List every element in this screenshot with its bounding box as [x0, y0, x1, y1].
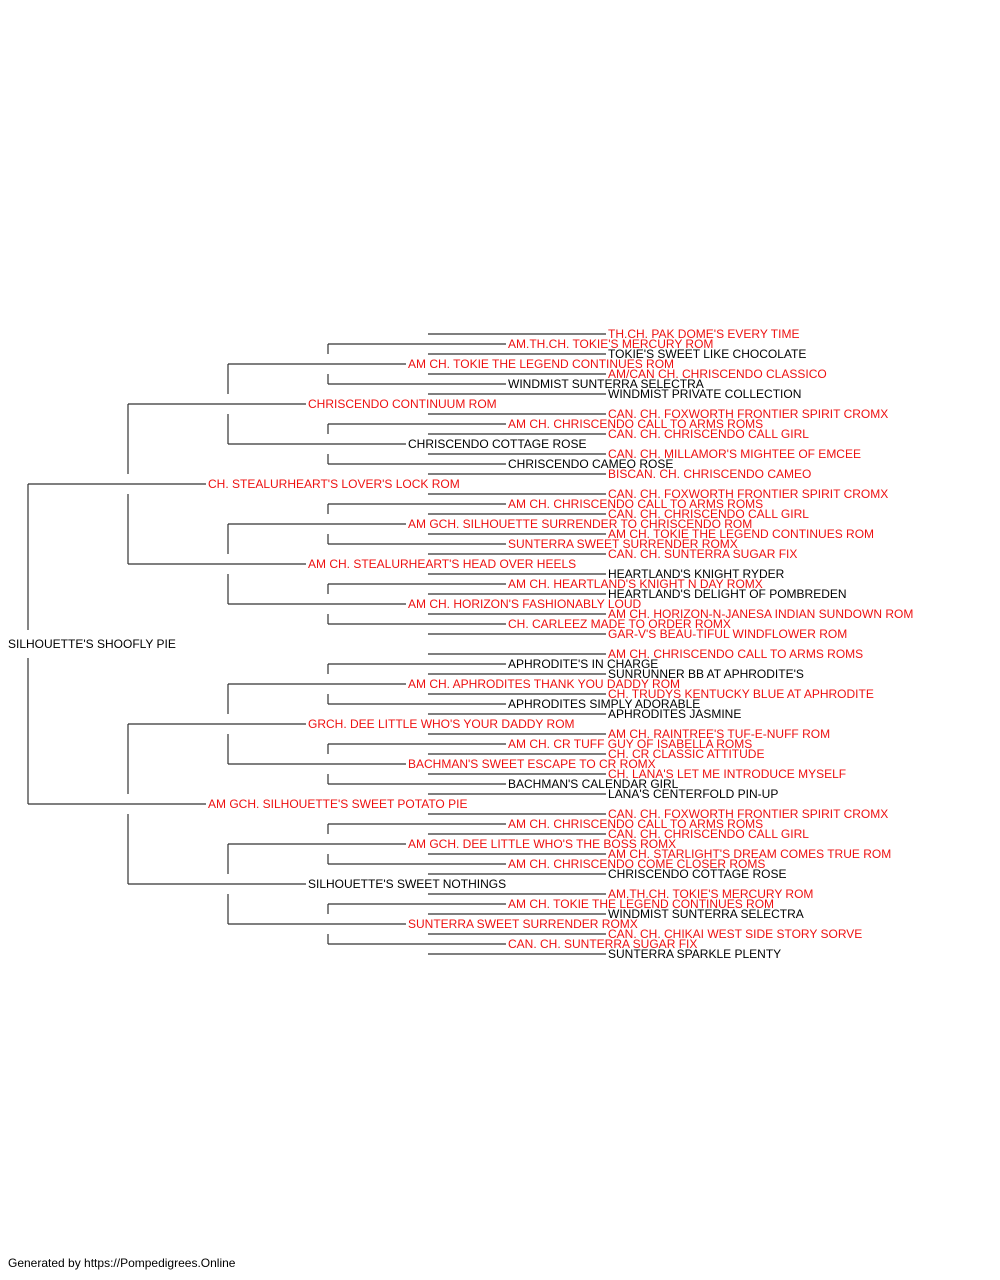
parent-name[interactable]: CH. STEALURHEART'S LOVER'S LOCK ROM: [208, 477, 460, 491]
ggg-grandparent-name[interactable]: HEARTLAND'S KNIGHT RYDER: [608, 567, 785, 581]
ggg-grandparent-name[interactable]: WINDMIST PRIVATE COLLECTION: [608, 387, 801, 401]
gg-grandparent-name[interactable]: AM CH. CHRISCENDO CALL TO ARMS ROMS: [508, 497, 763, 511]
ggg-grandparent-name[interactable]: SUNRUNNER BB AT APHRODITE'S: [608, 667, 804, 681]
ggg-grandparent-name[interactable]: CAN. CH. SUNTERRA SUGAR FIX: [608, 547, 797, 561]
ggg-grandparent-name[interactable]: CH. LANA'S LET ME INTRODUCE MYSELF: [608, 767, 846, 781]
gg-grandparent-name[interactable]: CHRISCENDO CAMEO ROSE: [508, 457, 673, 471]
grandparent-name[interactable]: GRCH. DEE LITTLE WHO'S YOUR DADDY ROM: [308, 717, 575, 731]
gg-grandparent-name[interactable]: CH. CARLEEZ MADE TO ORDER ROMX: [508, 617, 731, 631]
ggg-grandparent-name[interactable]: SUNTERRA SPARKLE PLENTY: [608, 947, 781, 961]
gg-grandparent-name[interactable]: BACHMAN'S CALENDAR GIRL: [508, 777, 679, 791]
ggg-grandparent-name[interactable]: LANA'S CENTERFOLD PIN-UP: [608, 787, 778, 801]
gg-grandparent-name[interactable]: AM CH. TOKIE THE LEGEND CONTINUES ROM: [508, 897, 774, 911]
great-grandparent-name[interactable]: AM CH. TOKIE THE LEGEND CONTINUES ROM: [408, 357, 674, 371]
gg-grandparent-name[interactable]: AM CH. CHRISCENDO CALL TO ARMS ROMS: [508, 817, 763, 831]
great-grandparent-name[interactable]: AM CH. HORIZON'S FASHIONABLY LOUD: [408, 597, 642, 611]
ggg-grandparent-name[interactable]: AM CH. STARLIGHT'S DREAM COMES TRUE ROM: [608, 847, 891, 861]
ggg-grandparent-name[interactable]: HEARTLAND'S DELIGHT OF POMBREDEN: [608, 587, 847, 601]
ggg-grandparent-name[interactable]: APHRODITES JASMINE: [608, 707, 741, 721]
ggg-grandparent-name[interactable]: AM/CAN CH. CHRISCENDO CLASSICO: [608, 367, 827, 381]
ggg-grandparent-name[interactable]: CH. TRUDYS KENTUCKY BLUE AT APHRODITE: [608, 687, 874, 701]
ggg-grandparent-name[interactable]: CAN. CH. FOXWORTH FRONTIER SPIRIT CROMX: [608, 487, 888, 501]
footer-credit: Generated by https://Pompedigrees.Online: [8, 1256, 236, 1270]
parent-name[interactable]: AM GCH. SILHOUETTE'S SWEET POTATO PIE: [208, 797, 467, 811]
great-grandparent-name[interactable]: SUNTERRA SWEET SURRENDER ROMX: [408, 917, 638, 931]
ggg-grandparent-name[interactable]: AM.TH.CH. TOKIE'S MERCURY ROM: [608, 887, 813, 901]
ggg-grandparent-name[interactable]: WINDMIST SUNTERRA SELECTRA: [608, 907, 804, 921]
ggg-grandparent-name[interactable]: BISCAN. CH. CHRISCENDO CAMEO: [608, 467, 811, 481]
great-grandparent-name[interactable]: CHRISCENDO COTTAGE ROSE: [408, 437, 586, 451]
gg-grandparent-name[interactable]: AM CH. CHRISCENDO COME CLOSER ROMS: [508, 857, 765, 871]
ggg-grandparent-name[interactable]: CAN. CH. FOXWORTH FRONTIER SPIRIT CROMX: [608, 807, 888, 821]
ggg-grandparent-name[interactable]: GAR-V'S BEAU-TIFUL WINDFLOWER ROM: [608, 627, 847, 641]
subject-name[interactable]: SILHOUETTE'S SHOOFLY PIE: [8, 637, 176, 651]
gg-grandparent-name[interactable]: AM CH. CR TUFF GUY OF ISABELLA ROMS: [508, 737, 752, 751]
great-grandparent-name[interactable]: AM CH. APHRODITES THANK YOU DADDY ROM: [408, 677, 680, 691]
gg-grandparent-name[interactable]: SUNTERRA SWEET SURRENDER ROMX: [508, 537, 738, 551]
ggg-grandparent-name[interactable]: TH.CH. PAK DOME'S EVERY TIME: [608, 327, 799, 341]
ggg-grandparent-name[interactable]: CHRISCENDO COTTAGE ROSE: [608, 867, 786, 881]
gg-grandparent-name[interactable]: AM CH. HEARTLAND'S KNIGHT N DAY ROMX: [508, 577, 763, 591]
ggg-grandparent-name[interactable]: AM CH. HORIZON-N-JANESA INDIAN SUNDOWN R…: [608, 607, 913, 621]
great-grandparent-name[interactable]: AM GCH. SILHOUETTE SURRENDER TO CHRISCEN…: [408, 517, 752, 531]
grandparent-name[interactable]: AM CH. STEALURHEART'S HEAD OVER HEELS: [308, 557, 576, 571]
grandparent-name[interactable]: CHRISCENDO CONTINUUM ROM: [308, 397, 497, 411]
great-grandparent-name[interactable]: BACHMAN'S SWEET ESCAPE TO CR ROMX: [408, 757, 656, 771]
ggg-grandparent-name[interactable]: TOKIE'S SWEET LIKE CHOCOLATE: [608, 347, 806, 361]
ggg-grandparent-name[interactable]: CAN. CH. FOXWORTH FRONTIER SPIRIT CROMX: [608, 407, 888, 421]
ggg-grandparent-name[interactable]: CAN. CH. CHRISCENDO CALL GIRL: [608, 827, 809, 841]
ggg-grandparent-name[interactable]: CH. CR CLASSIC ATTITUDE: [608, 747, 764, 761]
ggg-grandparent-name[interactable]: AM CH. CHRISCENDO CALL TO ARMS ROMS: [608, 647, 863, 661]
grandparent-name[interactable]: SILHOUETTE'S SWEET NOTHINGS: [308, 877, 506, 891]
ggg-grandparent-name[interactable]: CAN. CH. MILLAMOR'S MIGHTEE OF EMCEE: [608, 447, 861, 461]
gg-grandparent-name[interactable]: APHRODITES SIMPLY ADORABLE: [508, 697, 700, 711]
gg-grandparent-name[interactable]: APHRODITE'S IN CHARGE: [508, 657, 658, 671]
ggg-grandparent-name[interactable]: AM CH. TOKIE THE LEGEND CONTINUES ROM: [608, 527, 874, 541]
gg-grandparent-name[interactable]: WINDMIST SUNTERRA SELECTRA: [508, 377, 704, 391]
ggg-grandparent-name[interactable]: CAN. CH. CHIKAI WEST SIDE STORY SORVE: [608, 927, 862, 941]
ggg-grandparent-name[interactable]: CAN. CH. CHRISCENDO CALL GIRL: [608, 427, 809, 441]
gg-grandparent-name[interactable]: AM.TH.CH. TOKIE'S MERCURY ROM: [508, 337, 713, 351]
gg-grandparent-name[interactable]: CAN. CH. SUNTERRA SUGAR FIX: [508, 937, 697, 951]
great-grandparent-name[interactable]: AM GCH. DEE LITTLE WHO'S THE BOSS ROMX: [408, 837, 676, 851]
gg-grandparent-name[interactable]: AM CH. CHRISCENDO CALL TO ARMS ROMS: [508, 417, 763, 431]
ggg-grandparent-name[interactable]: AM CH. RAINTREE'S TUF-E-NUFF ROM: [608, 727, 830, 741]
ggg-grandparent-name[interactable]: CAN. CH. CHRISCENDO CALL GIRL: [608, 507, 809, 521]
